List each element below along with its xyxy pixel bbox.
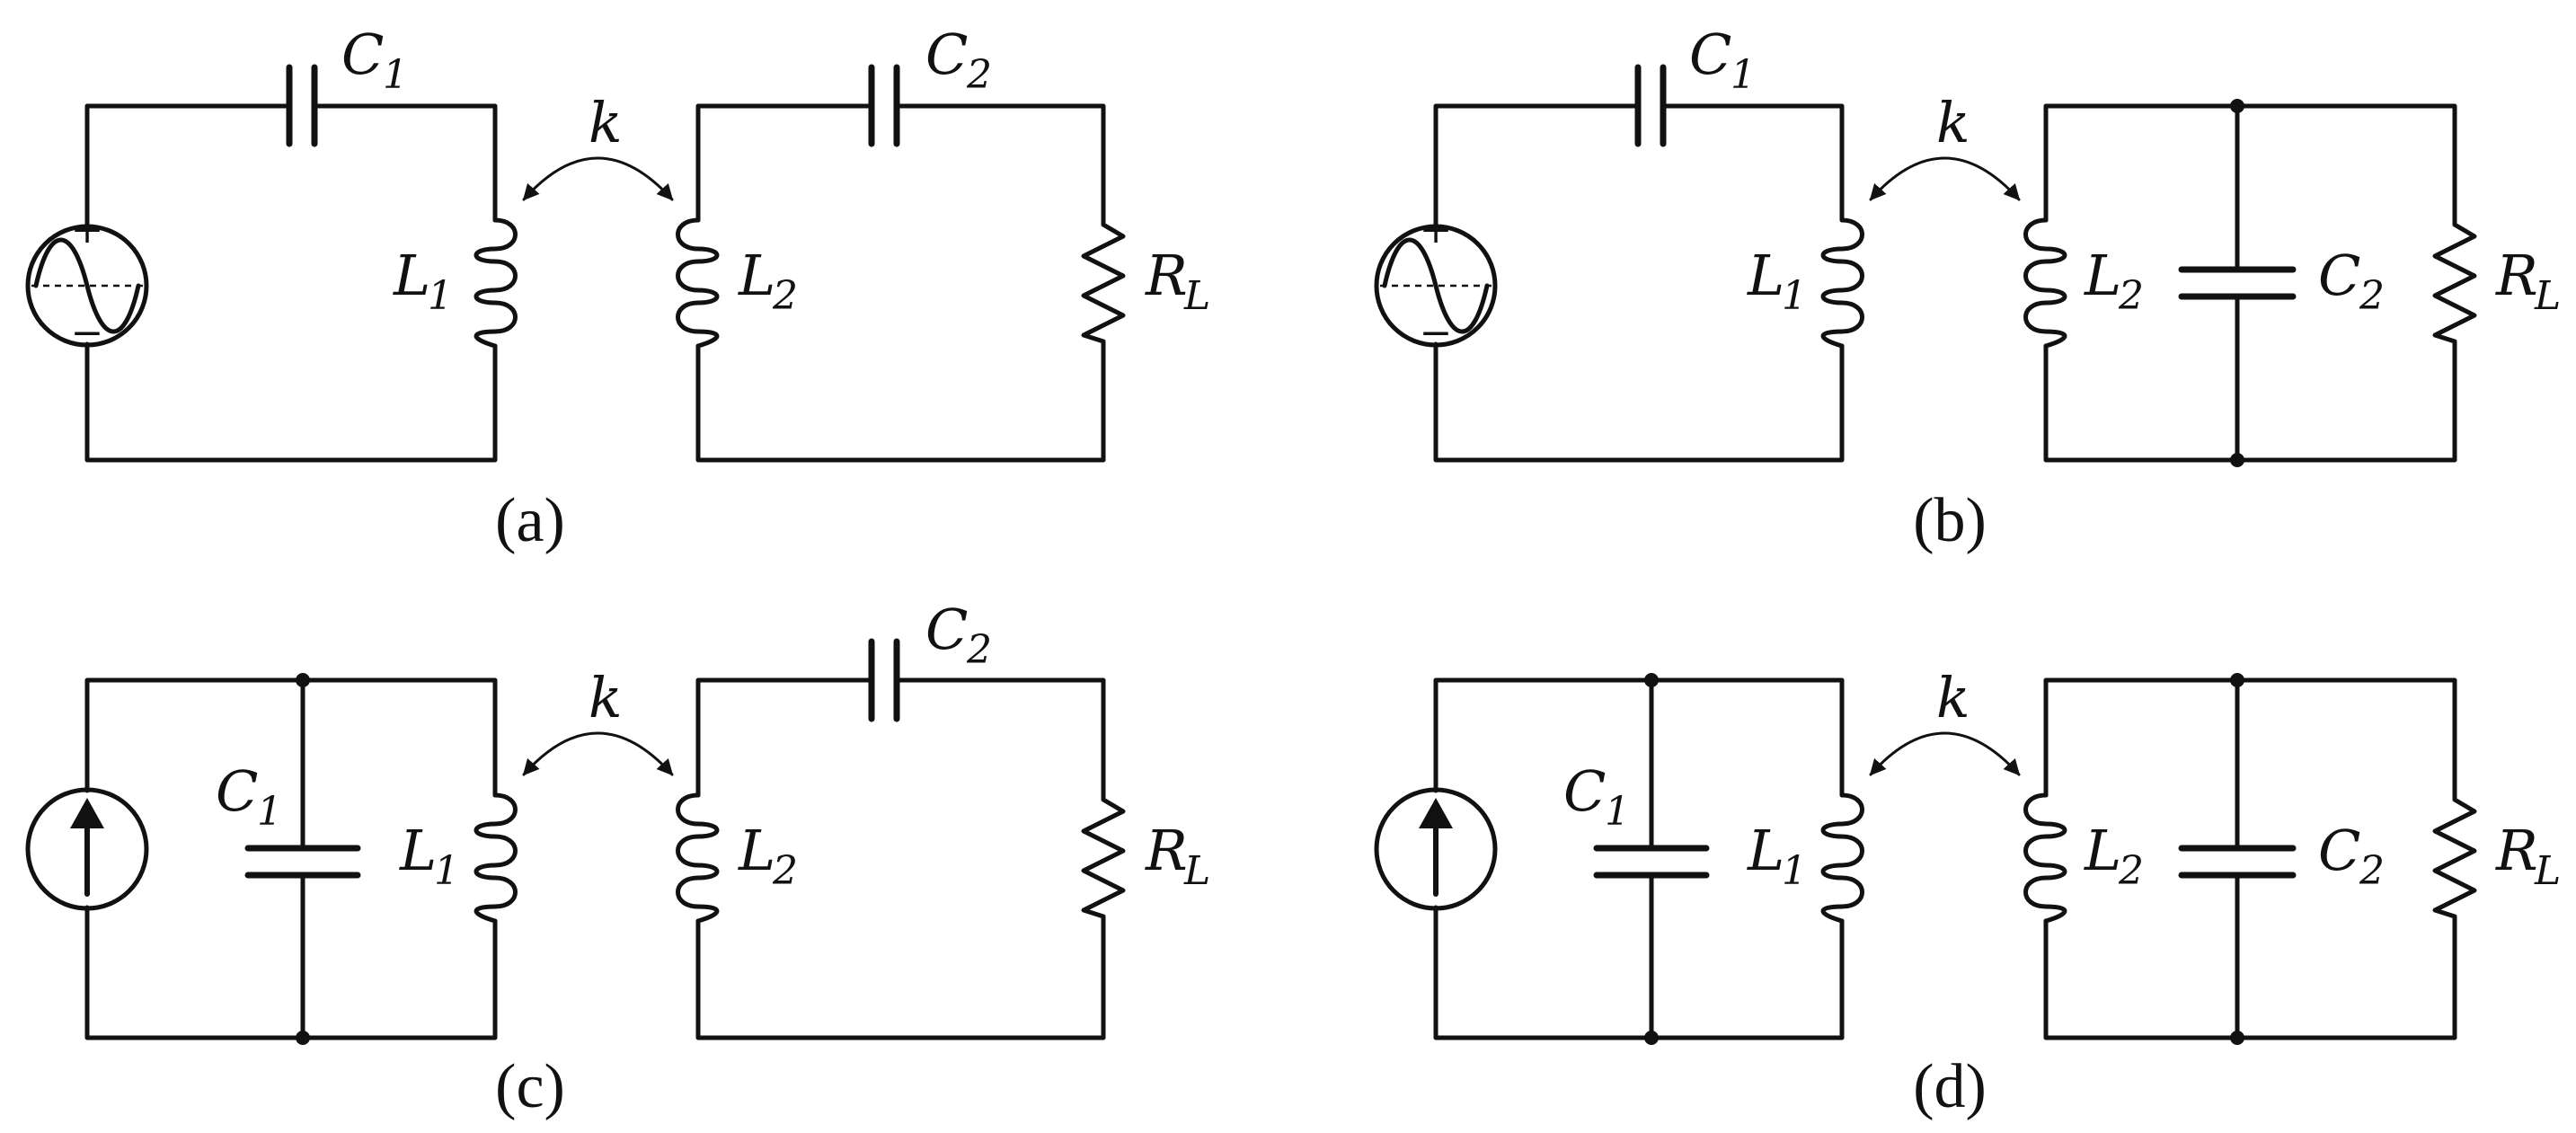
label-rl-sub: L — [2534, 273, 2561, 319]
label-k: k — [589, 90, 623, 155]
label-l2-main: L — [738, 243, 775, 308]
label-l1-main: L — [1747, 243, 1784, 308]
label-rl-main: R — [2495, 818, 2538, 883]
label-l2-sub: 2 — [2118, 273, 2144, 319]
label-c2-main: C — [2318, 818, 2360, 883]
label-k: k — [589, 665, 623, 730]
label-c2-sub: 2 — [2359, 273, 2385, 319]
source-plus: + — [1420, 207, 1453, 252]
label-l1-main: L — [399, 818, 437, 883]
label-c1-sub: 1 — [383, 52, 408, 98]
label-l2-sub: 2 — [2118, 848, 2144, 894]
label-c1-main: C — [1563, 758, 1606, 824]
label-l2-main: L — [2084, 818, 2121, 883]
label-c1-sub: 1 — [1605, 789, 1630, 835]
current-source-icon — [25, 787, 149, 911]
label-l1-sub: 1 — [1782, 273, 1807, 319]
label-k: k — [1936, 90, 1970, 155]
caption-c: (c) — [495, 1052, 565, 1121]
current-source-icon — [1374, 787, 1498, 911]
label-l2-sub: 2 — [772, 273, 798, 319]
label-l1-sub: 1 — [1782, 848, 1807, 894]
voltage-source-icon: + − — [25, 207, 149, 356]
caption-d: (d) — [1913, 1052, 1987, 1121]
label-rl-sub: L — [1183, 848, 1210, 894]
label-c1-main: C — [341, 22, 384, 87]
label-l1-main: L — [1747, 818, 1784, 883]
panel-d: C 1 L 1 L 2 C 2 R L k (d) — [1374, 665, 2561, 1121]
label-l2-main: L — [738, 818, 775, 883]
label-l2-main: L — [2084, 243, 2121, 308]
panel-b: + − C 1 L 1 L 2 C 2 R L k (b) — [1374, 22, 2561, 555]
label-l1-sub: 1 — [434, 848, 459, 894]
source-minus: − — [1420, 310, 1453, 356]
panel-c: C 1 L 1 L 2 C 2 R L k (c) — [25, 597, 1210, 1121]
label-rl-main: R — [1145, 243, 1188, 308]
panel-a: + − C 1 C 2 L 1 L 2 R L k (a) — [25, 22, 1210, 555]
source-plus: + — [71, 207, 104, 252]
label-rl-sub: L — [1183, 273, 1210, 319]
label-c2-sub: 2 — [966, 52, 992, 98]
label-c2-main: C — [925, 22, 968, 87]
label-c2-main: C — [2318, 243, 2360, 308]
label-l1-main: L — [393, 243, 430, 308]
label-c1-sub: 1 — [1731, 52, 1756, 98]
label-c2-sub: 2 — [966, 627, 992, 673]
label-c2-sub: 2 — [2359, 848, 2385, 894]
label-rl-sub: L — [2534, 848, 2561, 894]
label-c1-sub: 1 — [257, 789, 282, 835]
label-l1-sub: 1 — [428, 273, 453, 319]
label-l2-sub: 2 — [772, 848, 798, 894]
label-c2-main: C — [925, 597, 968, 662]
source-minus: − — [71, 310, 104, 356]
caption-b: (b) — [1913, 486, 1987, 555]
voltage-source-icon: + − — [1374, 207, 1498, 356]
caption-a: (a) — [495, 486, 565, 555]
label-k: k — [1936, 665, 1970, 730]
label-rl-main: R — [2495, 243, 2538, 308]
label-c1-main: C — [1689, 22, 1731, 87]
label-c1-main: C — [216, 758, 258, 824]
label-rl-main: R — [1145, 818, 1188, 883]
